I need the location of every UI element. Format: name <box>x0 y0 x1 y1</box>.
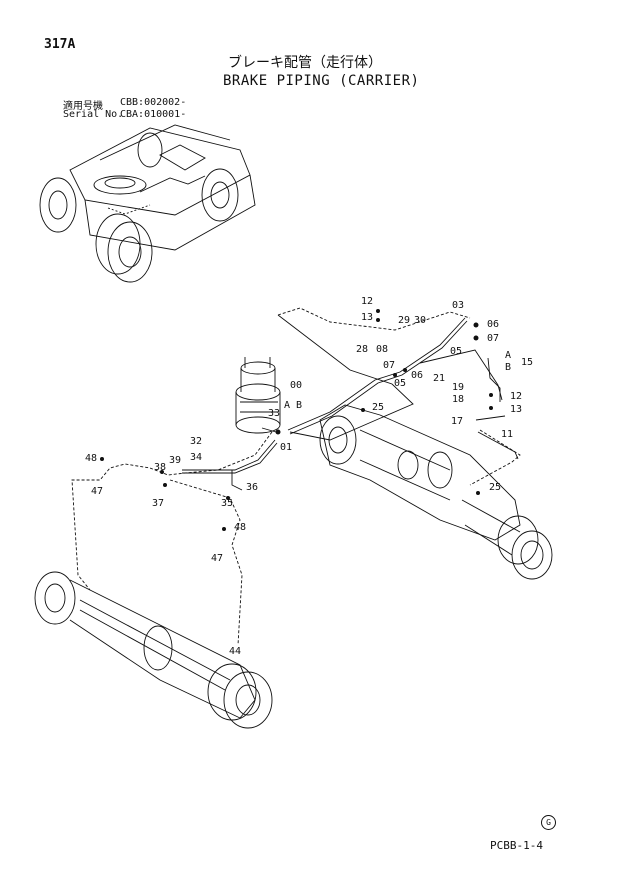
callout-label: 00 <box>290 380 302 391</box>
callout-label: A <box>284 400 290 411</box>
callout-label: 11 <box>501 429 513 440</box>
page-number: 317A <box>44 37 76 52</box>
callout-label: 12 <box>361 296 373 307</box>
callout-label: 12 <box>510 391 522 402</box>
callout-label: 33 <box>268 408 280 419</box>
serial-value-english: CBA:010001- <box>120 109 187 120</box>
front-brake-line <box>71 431 278 646</box>
front-axle-illustration <box>34 571 273 729</box>
callout-label: 06 <box>487 319 499 330</box>
callout-label: 29 <box>398 315 410 326</box>
callout-label: B <box>296 400 302 411</box>
page-code: PCBB-1-4 <box>490 839 543 852</box>
callout-label: 35 <box>221 498 233 509</box>
callout-label: 13 <box>361 312 373 323</box>
callout-label: 01 <box>280 442 292 453</box>
upper-brake-line <box>277 307 506 441</box>
callout-label: 19 <box>452 382 464 393</box>
callout-label: 21 <box>433 373 445 384</box>
callout-label: 47 <box>91 486 103 497</box>
callout-label: 30 <box>414 315 426 326</box>
callout-label: 48 <box>85 453 97 464</box>
callout-label: 07 <box>383 360 395 371</box>
callout-label: 05 <box>450 346 462 357</box>
revision-stamp: G <box>541 815 556 830</box>
carrier-overview-illustration <box>39 124 256 283</box>
serial-value-japanese: CBB:002002- <box>120 97 187 108</box>
callout-label: 48 <box>234 522 246 533</box>
callout-label: 03 <box>452 300 464 311</box>
serial-label-english: Serial No. <box>63 109 124 120</box>
callout-label: 47 <box>211 553 223 564</box>
callout-label: 44 <box>229 646 241 657</box>
callout-labels: 12 13 29 30 03 06 07 28 08 07 05 A B 15 … <box>85 296 533 657</box>
callout-label: 13 <box>510 404 522 415</box>
callout-label: 25 <box>372 402 384 413</box>
callout-label: 05 <box>394 378 406 389</box>
title-english: BRAKE PIPING (CARRIER) <box>223 73 420 89</box>
callout-label: 37 <box>152 498 164 509</box>
rear-axle-illustration <box>319 404 553 580</box>
callout-label: 25 <box>489 482 501 493</box>
title-japanese: ブレーキ配管（走行体） <box>228 55 382 71</box>
brake-valve-assembly <box>235 357 281 434</box>
callout-label: 17 <box>451 416 463 427</box>
callout-label: 36 <box>246 482 258 493</box>
callout-label: 15 <box>521 357 533 368</box>
serial-label-japanese: 適用号機 <box>63 101 103 112</box>
callout-label: 39 <box>169 455 181 466</box>
callout-label: 28 <box>356 344 368 355</box>
callout-label: 38 <box>154 462 166 473</box>
callout-label: 34 <box>190 452 202 463</box>
callout-label: 18 <box>452 394 464 405</box>
lower-right-line <box>469 429 521 486</box>
callout-label: 08 <box>376 344 388 355</box>
callout-label: 07 <box>487 333 499 344</box>
callout-label: A <box>505 350 511 361</box>
callout-label: B <box>505 362 511 373</box>
fittings <box>100 309 493 531</box>
callout-label: 32 <box>190 436 202 447</box>
callout-label: 06 <box>411 370 423 381</box>
